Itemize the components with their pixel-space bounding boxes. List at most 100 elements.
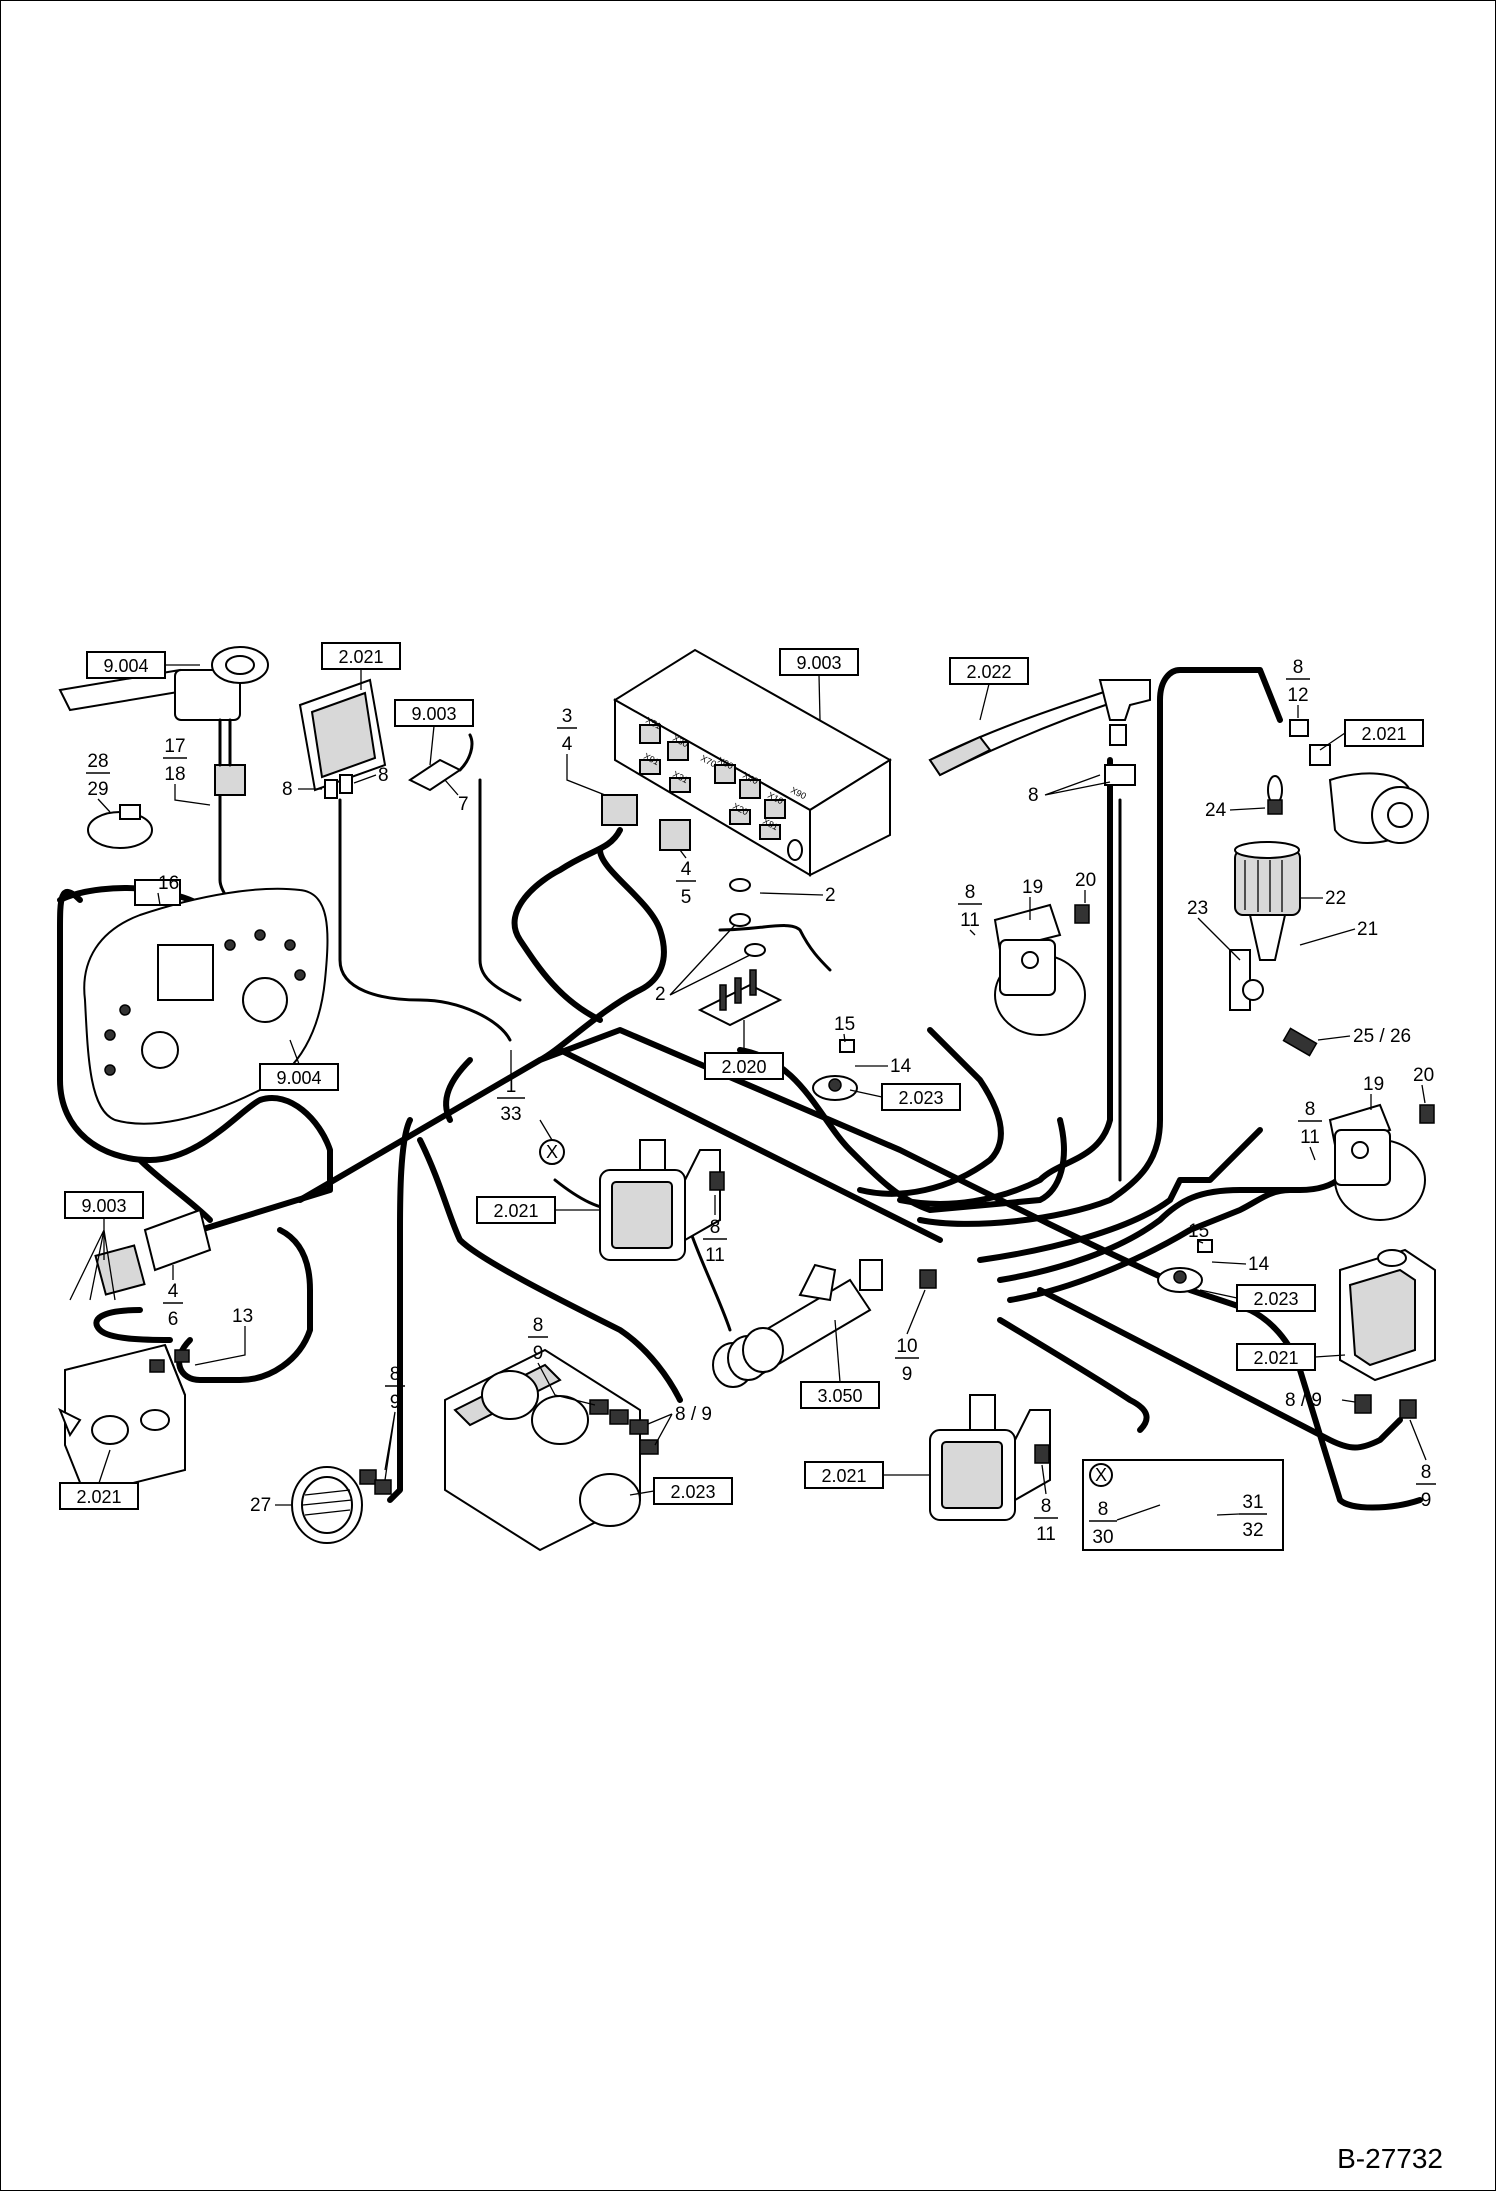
svg-text:2: 2: [655, 984, 666, 1005]
blower-unit: [444, 1348, 659, 1552]
horn-27: [291, 1466, 392, 1544]
svg-text:8 / 9: 8 / 9: [1285, 1390, 1322, 1411]
callouts: 2 2 7 8 8 8 13 14 14 15 15 16 19 19 20 2…: [157, 765, 1434, 1516]
work-light-left: [599, 1139, 725, 1261]
svg-text:8: 8: [390, 1364, 401, 1385]
svg-text:2.021: 2.021: [338, 647, 383, 667]
x-symbol: X: [539, 1119, 565, 1165]
svg-text:20: 20: [1413, 1065, 1434, 1086]
fraction-8-12: 812: [1286, 657, 1310, 718]
svg-text:2.021: 2.021: [1253, 1348, 1298, 1368]
svg-text:2.021: 2.021: [821, 1466, 866, 1486]
hand-brake-lever: [928, 679, 1151, 786]
svg-text:8: 8: [710, 1217, 721, 1238]
svg-text:2: 2: [825, 885, 836, 906]
document-number: B-27732: [1337, 2143, 1443, 2174]
svg-text:X: X: [546, 1142, 558, 1162]
ref-box: 2.023: [653, 1477, 733, 1505]
wiper-motor: [1289, 719, 1429, 844]
svg-text:8: 8: [1293, 657, 1304, 678]
horn-upper: [993, 903, 1090, 1036]
ref-box: 2.023: [881, 1083, 961, 1111]
svg-text:8: 8: [1421, 1462, 1432, 1483]
fraction-8-9-blower: 89: [528, 1315, 596, 1406]
svg-text:15: 15: [1188, 1221, 1209, 1242]
svg-text:24: 24: [1205, 800, 1227, 821]
ground-terminals: [697, 878, 783, 1027]
svg-text:9.003: 9.003: [81, 1196, 126, 1216]
svg-text:9: 9: [902, 1364, 913, 1385]
fraction-4-5: 45: [676, 849, 696, 908]
battery-switch: [58, 1343, 190, 1497]
svg-text:8: 8: [1041, 1496, 1052, 1517]
fraction-1-33: 133: [497, 1050, 525, 1125]
leader-lines: [69, 664, 1346, 1496]
svg-text:31: 31: [1242, 1492, 1263, 1513]
svg-text:28: 28: [87, 751, 108, 772]
svg-text:33: 33: [500, 1104, 521, 1125]
ref-box: 2.022: [949, 657, 1029, 685]
svg-text:23: 23: [1187, 898, 1208, 919]
svg-text:6: 6: [168, 1309, 179, 1330]
bulb: [1267, 775, 1283, 815]
brake-master-cylinder: [712, 1259, 937, 1388]
svg-text:11: 11: [1036, 1524, 1056, 1545]
svg-text:29: 29: [87, 779, 108, 800]
svg-text:8: 8: [1028, 785, 1039, 806]
work-light-right: [929, 1394, 1051, 1521]
svg-text:9.003: 9.003: [796, 653, 841, 673]
svg-text:3: 3: [562, 706, 573, 727]
switch-component: [408, 733, 474, 792]
svg-text:9.004: 9.004: [103, 656, 148, 676]
svg-text:9.004: 9.004: [276, 1068, 321, 1088]
svg-text:2.020: 2.020: [721, 1057, 766, 1077]
svg-text:2.021: 2.021: [493, 1201, 538, 1221]
legend-box: X 8 30 31 32: [1082, 1459, 1284, 1551]
svg-text:19: 19: [1022, 877, 1043, 898]
svg-text:8: 8: [533, 1315, 544, 1336]
svg-text:9.003: 9.003: [411, 704, 456, 724]
fraction-8-11-lower: 811: [1034, 1464, 1058, 1545]
svg-text:2.023: 2.023: [1253, 1289, 1298, 1309]
svg-text:20: 20: [1075, 870, 1096, 891]
svg-text:5: 5: [681, 887, 692, 908]
svg-text:21: 21: [1357, 919, 1378, 940]
washer-reservoir: [1339, 1248, 1436, 1419]
svg-text:25 / 26: 25 / 26: [1353, 1026, 1411, 1047]
svg-text:19: 19: [1363, 1074, 1384, 1095]
svg-text:14: 14: [1248, 1254, 1270, 1275]
svg-text:9: 9: [533, 1343, 544, 1364]
svg-text:2.022: 2.022: [966, 662, 1011, 682]
fraction-10-9: 109: [895, 1289, 926, 1385]
pressure-switch-a: [812, 1039, 858, 1101]
svg-text:12: 12: [1287, 685, 1308, 706]
svg-text:8 / 9: 8 / 9: [675, 1404, 712, 1425]
ref-box: 2.021: [321, 642, 401, 670]
ref-box: 9.003: [64, 1191, 144, 1219]
svg-text:8: 8: [378, 765, 389, 786]
svg-text:14: 14: [890, 1056, 912, 1077]
cable-tie: [87, 804, 153, 849]
svg-text:13: 13: [232, 1306, 253, 1327]
ref-box: 9.003: [779, 648, 859, 676]
ref-box: 2.021: [1344, 719, 1424, 747]
fraction-8-11-light: 811: [703, 1195, 727, 1266]
svg-text:2.021: 2.021: [76, 1487, 121, 1507]
svg-text:2.021: 2.021: [1361, 724, 1406, 744]
ref-box: 9.004: [86, 651, 166, 679]
svg-text:10: 10: [896, 1336, 917, 1357]
svg-text:11: 11: [1300, 1127, 1320, 1148]
fraction-8-11-right: 811: [1298, 1099, 1322, 1161]
ref-box: 2.021: [476, 1196, 556, 1224]
svg-text:8: 8: [1098, 1499, 1109, 1520]
svg-text:11: 11: [705, 1245, 725, 1266]
svg-text:2.023: 2.023: [670, 1482, 715, 1502]
ref-box: 2.021: [804, 1461, 884, 1489]
ref-box: 2.021: [1236, 1343, 1316, 1371]
svg-text:18: 18: [164, 764, 185, 785]
fraction-3-4: 34: [557, 706, 606, 796]
